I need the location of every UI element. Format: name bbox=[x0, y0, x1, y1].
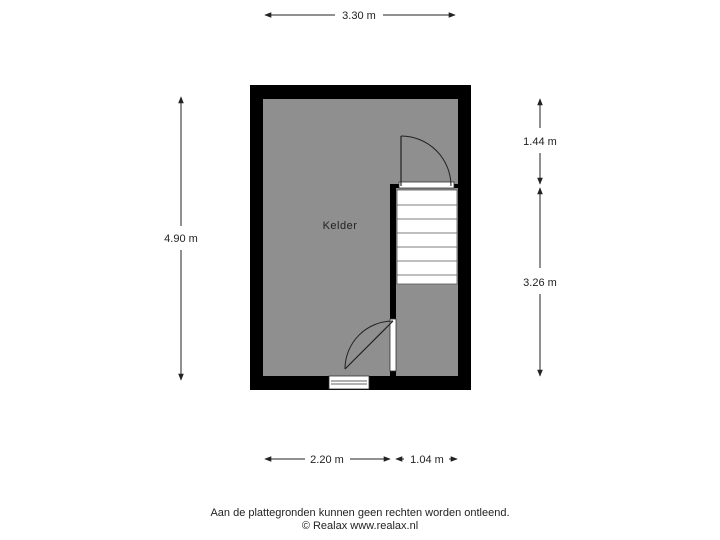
dimension-right-upper-label: 1.44 m bbox=[523, 136, 557, 148]
disclaimer-text: Aan de plattegronden kunnen geen rechten… bbox=[210, 507, 510, 519]
dimension-right-lower: 3.26 m bbox=[523, 187, 557, 377]
dimension-right-lower-label: 3.26 m bbox=[523, 277, 557, 289]
copyright-text: © Realax www.realax.nl bbox=[301, 520, 419, 532]
bottom-window bbox=[328, 375, 370, 390]
dimension-bottom-left: 2.20 m bbox=[264, 454, 391, 466]
dimension-bottom-left-label: 2.20 m bbox=[310, 454, 344, 466]
dimension-left-height: 4.90 m bbox=[164, 96, 198, 381]
upper-door bbox=[398, 135, 455, 189]
partition-wall-lower bbox=[390, 371, 396, 377]
dimension-top-width: 3.30 m bbox=[264, 10, 456, 22]
dimension-bottom-right: 1.04 m bbox=[395, 454, 458, 466]
partition-wall bbox=[390, 184, 396, 319]
room-label: Kelder bbox=[323, 220, 358, 232]
dimension-top-width-label: 3.30 m bbox=[342, 10, 376, 22]
staircase bbox=[396, 189, 458, 285]
dimension-bottom-right-label: 1.04 m bbox=[410, 454, 444, 466]
lower-door bbox=[344, 318, 397, 372]
dimension-left-height-label: 4.90 m bbox=[164, 233, 198, 245]
dimension-right-upper: 1.44 m bbox=[523, 98, 557, 185]
